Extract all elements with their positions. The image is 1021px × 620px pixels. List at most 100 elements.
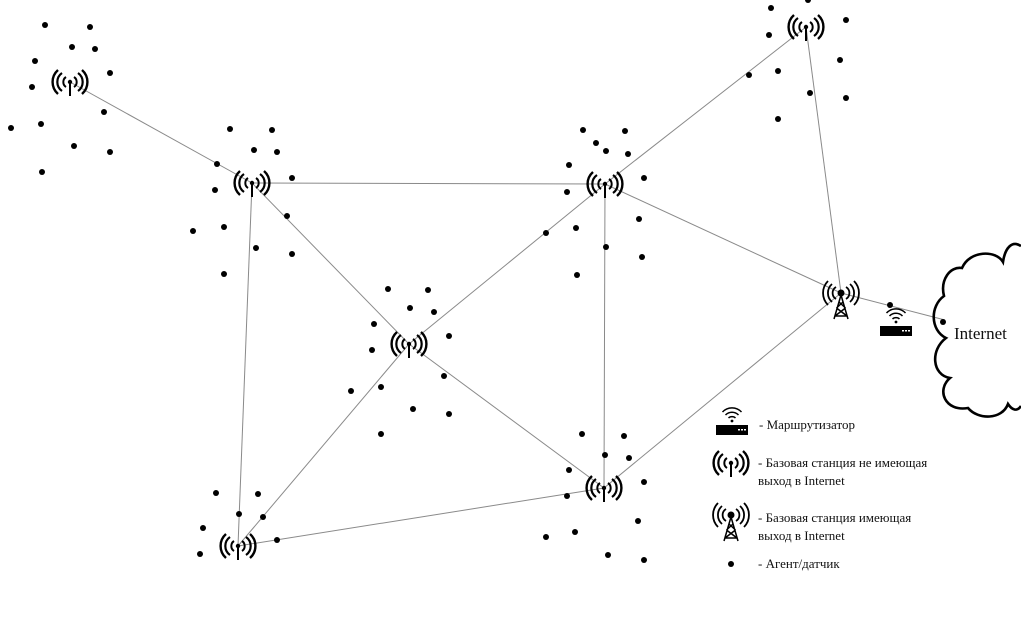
agent-dot: [213, 490, 219, 496]
agent-dot: [212, 187, 218, 193]
agent-dot: [766, 32, 772, 38]
internet-cloud: Internet: [932, 242, 1021, 418]
agent-dot: [251, 147, 257, 153]
agent-dot: [603, 148, 609, 154]
legend-gateway-station-line1: - Базовая станция имеющая: [758, 510, 911, 525]
legend: - Маршрутизатор - Базовая станция не име…: [712, 407, 927, 571]
agent-dot: [768, 5, 774, 11]
link-bs5-bs7: [237, 343, 410, 547]
link-bs2-bs3: [251, 182, 606, 185]
agent-dot: [887, 302, 893, 308]
legend-base-station-line2: выход в Internet: [758, 473, 845, 488]
router-icon: [715, 407, 749, 436]
agent-dot: [348, 388, 354, 394]
agents-layer: [8, 0, 946, 563]
agent-dot: [580, 127, 586, 133]
agent-dot: [641, 557, 647, 563]
agent-dot: [200, 525, 206, 531]
agent-dot: [71, 143, 77, 149]
agent-dot: [564, 493, 570, 499]
agent-dot: [639, 254, 645, 260]
agent-dot: [253, 245, 259, 251]
agent-dot: [446, 333, 452, 339]
agent-dot: [566, 162, 572, 168]
agent-dot: [29, 84, 35, 90]
agent-dot: [255, 491, 261, 497]
agent-dot: [573, 225, 579, 231]
agent-dot: [775, 68, 781, 74]
agent-dot: [940, 319, 946, 325]
agent-dot: [42, 22, 48, 28]
agent-dot: [621, 433, 627, 439]
agent-dot: [410, 406, 416, 412]
legend-item-agent: - Агент/датчик: [728, 556, 840, 571]
agent-dot: [843, 95, 849, 101]
link-bs2-bs5: [251, 182, 410, 345]
legend-agent-label: - Агент/датчик: [758, 556, 840, 571]
link-bs3-bs6: [603, 183, 606, 489]
agent-dot: [543, 534, 549, 540]
legend-item-base-station: - Базовая станция не имеющая выход в Int…: [712, 449, 927, 488]
legend-item-router: - Маршрутизатор: [715, 407, 855, 436]
agent-dot: [369, 347, 375, 353]
agent-dot: [837, 57, 843, 63]
agent-dot: [593, 140, 599, 146]
agent-dot: [92, 46, 98, 52]
base-station-icon: [390, 330, 428, 360]
agent-icon: [728, 561, 734, 567]
agent-dot: [274, 537, 280, 543]
agent-dot: [446, 411, 452, 417]
agent-dot: [636, 216, 642, 222]
agent-dot: [289, 175, 295, 181]
agent-dot: [378, 431, 384, 437]
agent-dot: [371, 321, 377, 327]
legend-router-label: - Маршрутизатор: [759, 417, 855, 432]
link-bs3-bs4: [604, 26, 807, 185]
agent-dot: [602, 452, 608, 458]
agent-dot: [87, 24, 93, 30]
agent-dot: [566, 467, 572, 473]
cloud-label: Internet: [954, 324, 1007, 343]
base-station-icon: [233, 169, 271, 199]
agent-dot: [431, 309, 437, 315]
agent-dot: [579, 431, 585, 437]
agent-dot: [605, 552, 611, 558]
link-bs6-bs7: [237, 487, 605, 547]
agent-dot: [441, 373, 447, 379]
agent-dot: [236, 511, 242, 517]
base-station-icon: [51, 68, 89, 98]
agent-dot: [603, 244, 609, 250]
agent-dot: [564, 189, 570, 195]
legend-gateway-station-line2: выход в Internet: [758, 528, 845, 543]
agent-dot: [805, 0, 811, 3]
agent-dot: [572, 529, 578, 535]
agent-dot: [543, 230, 549, 236]
legend-item-gateway-station: - Базовая станция имеющая выход в Intern…: [712, 502, 911, 543]
agent-dot: [625, 151, 631, 157]
agent-dot: [641, 479, 647, 485]
link-bs3-gw: [604, 183, 842, 294]
agent-dot: [8, 125, 14, 131]
agent-dot: [269, 127, 275, 133]
agent-dot: [622, 128, 628, 134]
links-layer: [69, 26, 946, 547]
cloud-outline: [932, 242, 1021, 418]
agent-dot: [626, 455, 632, 461]
agent-dot: [227, 126, 233, 132]
agent-dot: [32, 58, 38, 64]
agent-dot: [39, 169, 45, 175]
agent-dot: [385, 286, 391, 292]
agent-dot: [107, 70, 113, 76]
agent-dot: [260, 514, 266, 520]
agent-dot: [378, 384, 384, 390]
link-gw-cloud: [840, 292, 946, 321]
legend-base-station-line1: - Базовая станция не имеющая: [758, 455, 927, 470]
link-bs5-bs6: [408, 343, 605, 489]
link-bs6-gw: [603, 292, 842, 489]
agent-dot: [407, 305, 413, 311]
base-station-icon: [712, 449, 750, 479]
agent-dot: [197, 551, 203, 557]
agent-dot: [101, 109, 107, 115]
agent-dot: [807, 90, 813, 96]
